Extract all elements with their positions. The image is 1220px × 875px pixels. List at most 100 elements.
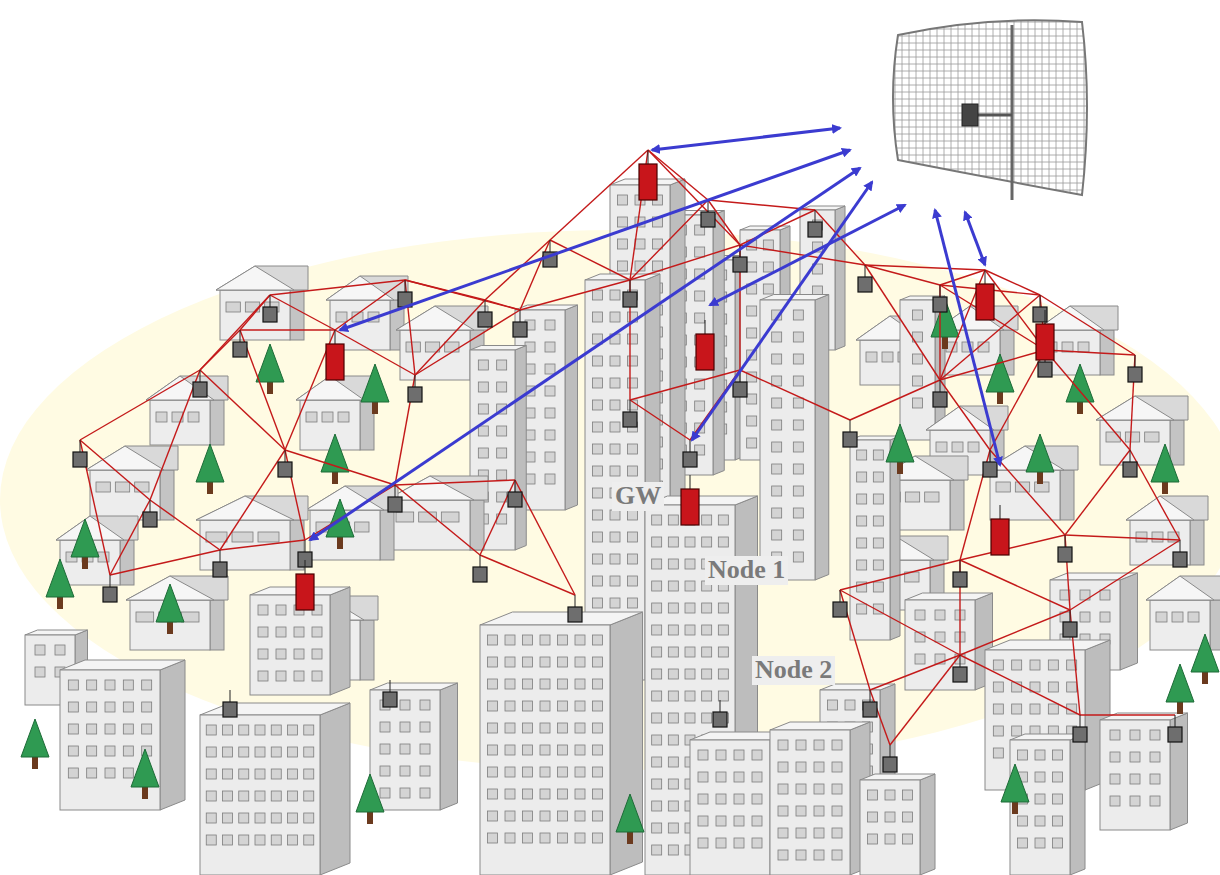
house-gable	[196, 496, 294, 520]
device-mount	[270, 295, 271, 307]
window	[695, 313, 705, 323]
window	[814, 806, 824, 816]
window	[793, 376, 803, 386]
grid-line	[890, 120, 1095, 121]
window	[935, 610, 945, 620]
window	[142, 724, 152, 734]
grid-line	[890, 57, 1095, 58]
window	[304, 725, 314, 735]
window	[276, 627, 286, 637]
grid-line	[890, 113, 1095, 114]
building-roof	[770, 722, 870, 730]
window	[288, 725, 298, 735]
mesh-link	[1065, 535, 1070, 610]
window	[993, 660, 1003, 670]
antenna-grid	[890, 10, 1095, 200]
building-roof	[25, 630, 88, 635]
grid-line	[890, 71, 1095, 72]
window	[993, 748, 1003, 758]
window	[763, 262, 773, 272]
device-mount	[720, 700, 721, 712]
grid-line	[895, 10, 896, 200]
window	[288, 791, 298, 801]
window	[223, 725, 233, 735]
window	[593, 510, 603, 520]
building-front	[1010, 740, 1070, 875]
house-side	[360, 400, 374, 450]
window	[271, 769, 281, 779]
grid-line	[937, 10, 938, 200]
building	[470, 346, 526, 551]
antenna-pole	[1011, 25, 1014, 200]
mesh-link	[335, 280, 405, 330]
window	[1048, 704, 1058, 714]
tree	[1026, 434, 1054, 484]
window	[772, 398, 782, 408]
device-mount	[630, 280, 631, 292]
house-side	[470, 500, 484, 550]
building	[645, 496, 758, 875]
window	[772, 354, 782, 364]
window	[575, 723, 585, 733]
window	[380, 744, 390, 754]
window	[593, 466, 603, 476]
router-box	[733, 382, 747, 397]
window	[1110, 752, 1120, 762]
mesh-link	[740, 370, 850, 420]
building-roof	[985, 640, 1110, 650]
window	[540, 811, 550, 821]
mesh-link	[480, 480, 515, 555]
window	[814, 784, 824, 794]
window	[1152, 532, 1163, 542]
wireless-link	[965, 212, 985, 265]
house-wall	[1150, 600, 1210, 650]
window	[610, 554, 620, 564]
window	[652, 801, 662, 811]
building-front	[200, 715, 320, 875]
window	[288, 769, 298, 779]
grid-line	[890, 29, 1095, 30]
device-mount	[690, 440, 691, 452]
window	[814, 740, 824, 750]
window	[123, 746, 133, 756]
device-mount	[1070, 610, 1071, 622]
tree	[71, 519, 99, 569]
window	[96, 482, 110, 492]
window	[698, 838, 708, 848]
window	[258, 649, 268, 659]
router-box	[933, 392, 947, 407]
window	[1188, 612, 1199, 622]
window	[702, 515, 712, 525]
device-mount	[1080, 715, 1081, 727]
window	[304, 835, 314, 845]
house-wall	[220, 290, 290, 340]
window	[1053, 772, 1063, 782]
window	[652, 647, 662, 657]
window	[420, 766, 430, 776]
gateway-box	[296, 574, 314, 610]
window	[206, 725, 216, 735]
window	[593, 422, 603, 432]
window	[716, 816, 726, 826]
house-side	[360, 620, 374, 680]
window	[718, 647, 728, 657]
router-box	[1058, 547, 1072, 562]
window	[505, 701, 515, 711]
grid-line	[890, 50, 1095, 51]
window	[445, 342, 459, 352]
window	[575, 789, 585, 799]
house-gable	[926, 406, 994, 430]
grid-line	[890, 85, 1095, 86]
window	[610, 444, 620, 454]
mesh-links	[80, 150, 1180, 745]
window	[400, 744, 410, 754]
window	[239, 769, 249, 779]
window	[1110, 796, 1120, 806]
window	[628, 466, 638, 476]
window	[868, 790, 878, 800]
window	[255, 769, 265, 779]
window	[695, 247, 705, 257]
window	[420, 744, 430, 754]
window	[1150, 796, 1160, 806]
window	[593, 488, 603, 498]
